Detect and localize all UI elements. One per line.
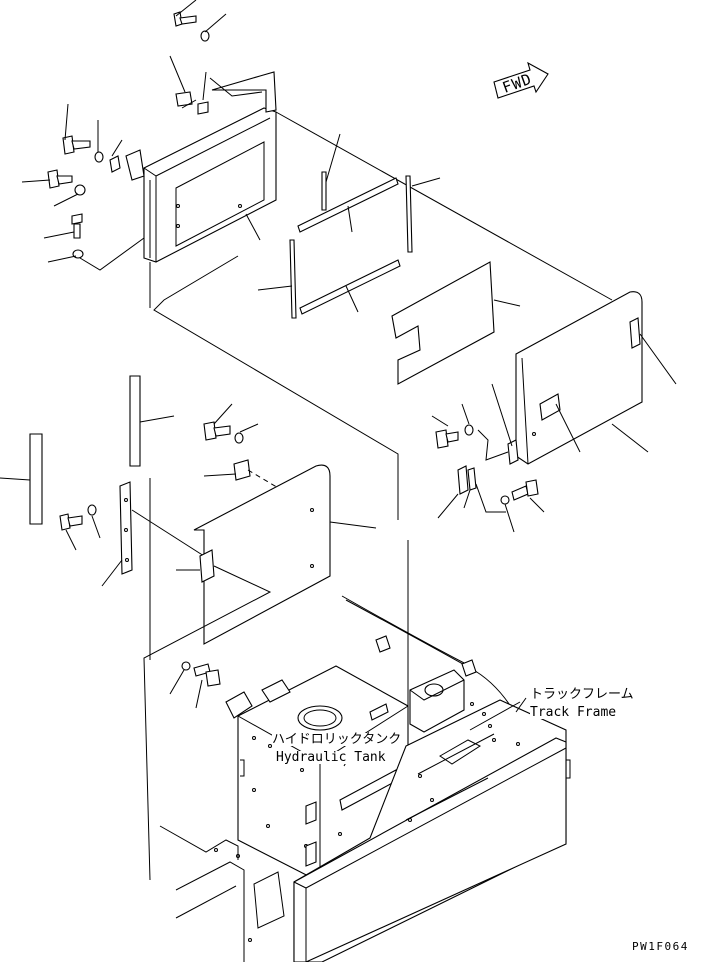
- bolt: [63, 136, 90, 154]
- bolt: [174, 12, 196, 26]
- latch-bracket: [102, 482, 204, 586]
- bolt: [194, 664, 220, 686]
- seal-strip: [406, 176, 440, 252]
- washer: [182, 662, 190, 670]
- washer: [88, 505, 96, 515]
- side-cover-left: [144, 465, 376, 880]
- washer: [75, 185, 85, 195]
- washer: [465, 425, 473, 435]
- leader-lines: [432, 384, 544, 532]
- hydraulic-tank: [226, 666, 408, 882]
- bolt: [60, 514, 82, 530]
- drawing-code: PW1F064: [632, 940, 689, 953]
- seal-strip: [300, 260, 400, 314]
- frame-lower: [160, 826, 284, 962]
- seal-bar: [130, 376, 174, 466]
- leader-lines: [22, 0, 226, 270]
- mounting-bracket: [410, 670, 464, 732]
- bolt: [436, 430, 458, 448]
- seal-strip: [298, 178, 398, 232]
- seal-strip: [258, 240, 296, 318]
- fwd-arrow: [494, 63, 548, 98]
- side-cover-right: [516, 292, 642, 464]
- assembly-lines: [150, 100, 612, 520]
- seal-strip: [322, 134, 340, 210]
- bolt: [72, 214, 82, 238]
- bolt: [204, 422, 230, 440]
- washer: [95, 152, 103, 162]
- leader-lines: [170, 670, 202, 708]
- washer: [235, 433, 243, 443]
- leader-lines: [556, 334, 676, 452]
- washer: [201, 31, 209, 41]
- hydraulic-tank-label-jp: ハイドロリックタンク: [272, 732, 402, 747]
- bracket: [234, 460, 250, 480]
- nut: [198, 102, 208, 114]
- washer: [501, 496, 509, 504]
- radiator-frame: [126, 72, 276, 262]
- bolt: [512, 480, 538, 500]
- hydraulic-tank-label-en: Hydraulic Tank: [276, 750, 386, 765]
- track-frame: [294, 700, 570, 962]
- bolt: [176, 92, 192, 106]
- leader-line: [210, 78, 262, 96]
- leader-line: [246, 214, 260, 240]
- track-frame-label-jp: トラックフレーム: [530, 687, 634, 702]
- bolt: [48, 170, 72, 188]
- hinge-bracket: [458, 440, 518, 494]
- seal-bar: [0, 434, 42, 524]
- track-frame-label-en: Track Frame: [530, 705, 617, 720]
- clip: [110, 156, 120, 172]
- insulation-plate: [392, 262, 520, 384]
